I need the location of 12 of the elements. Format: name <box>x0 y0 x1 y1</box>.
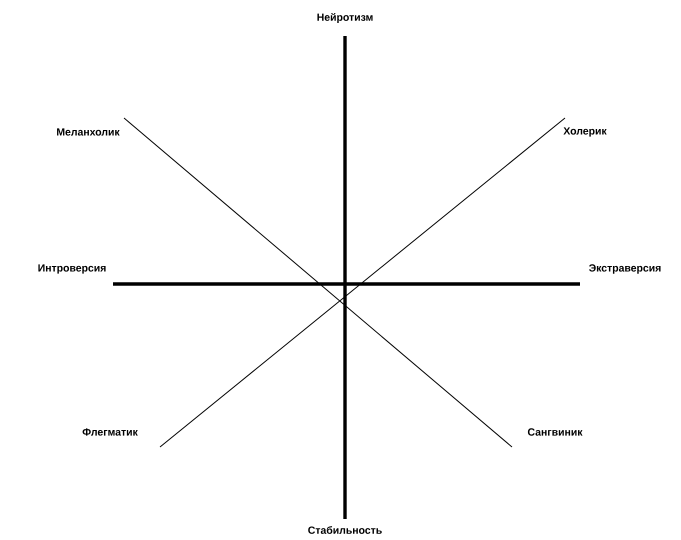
axis-label: Экстраверсия <box>589 264 661 274</box>
axis-label: Холерик <box>563 127 607 137</box>
axis-label: Сангвиник <box>528 428 583 436</box>
axis-label: Флегматик <box>82 428 138 436</box>
axis-label: Нейротизм <box>317 13 373 23</box>
axis-line <box>343 36 347 519</box>
axis-label: Стабильность <box>308 526 382 534</box>
axis-line <box>113 282 580 286</box>
axis-line <box>124 118 512 448</box>
axis-label: Интроверсия <box>38 264 106 274</box>
axis-label: Меланхолик <box>57 128 120 136</box>
axis-line <box>160 118 566 448</box>
